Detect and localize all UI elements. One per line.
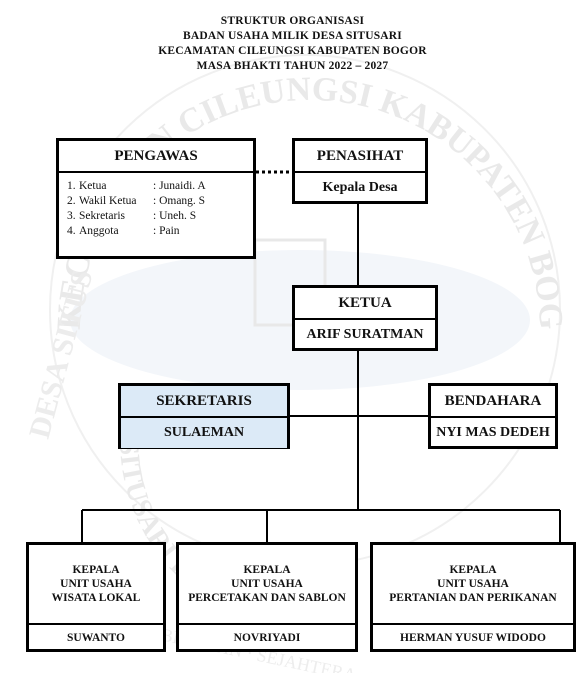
pengawas-box: PENGAWAS 1. Ketua : Junaidi. A 2. Wakil … bbox=[56, 138, 256, 259]
sekretaris-name: SULAEMAN bbox=[121, 418, 287, 448]
bendahara-name: NYI MAS DEDEH bbox=[436, 425, 550, 440]
title-line-2: BADAN USAHA MILIK DESA SITUSARI bbox=[182, 30, 402, 42]
unit-header-line-3: PERTANIAN DAN PERIKANAN bbox=[389, 592, 557, 604]
page-title: STRUKTUR ORGANISASI BADAN USAHA MILIK DE… bbox=[0, 14, 585, 74]
member-number: 3. bbox=[67, 210, 76, 222]
penasihat-header: PENASIHAT bbox=[295, 141, 425, 173]
member-name: : Pain bbox=[153, 225, 180, 237]
ketua-name: ARIF SURATMAN bbox=[306, 327, 424, 342]
penasihat-name: Kepala Desa bbox=[322, 180, 398, 195]
member-number: 2. bbox=[67, 195, 76, 207]
title-line-1: STRUKTUR ORGANISASI bbox=[220, 15, 365, 27]
unit-header-line-2: UNIT USAHA bbox=[437, 578, 509, 590]
unit-box-wisata-lokal: KEPALA UNIT USAHA WISATA LOKAL SUWANTO bbox=[26, 542, 166, 652]
unit-head-name: NOVRIYADI bbox=[233, 632, 301, 644]
sekretaris-box: SEKRETARIS SULAEMAN bbox=[118, 383, 290, 449]
member-role: Anggota bbox=[79, 225, 119, 237]
member-name: : Omang. S bbox=[153, 195, 206, 207]
unit-box-percetakan-sablon: KEPALA UNIT USAHA PERCETAKAN DAN SABLON … bbox=[176, 542, 358, 652]
pengawas-member-list: 1. Ketua : Junaidi. A 2. Wakil Ketua : O… bbox=[59, 173, 253, 239]
unit-header-line-1: KEPALA bbox=[72, 564, 120, 576]
unit-header: KEPALA UNIT USAHA PERTANIAN DAN PERIKANA… bbox=[373, 545, 573, 625]
unit-head-name: SUWANTO bbox=[67, 632, 125, 644]
ketua-header: KETUA bbox=[295, 288, 435, 320]
pengawas-member-row: 1. Ketua : Junaidi. A bbox=[67, 179, 253, 194]
unit-header-line-3: WISATA LOKAL bbox=[51, 592, 141, 604]
member-role: Wakil Ketua bbox=[79, 195, 137, 207]
pengawas-member-row: 3. Sekretaris : Uneh. S bbox=[67, 209, 253, 224]
unit-header: KEPALA UNIT USAHA PERCETAKAN DAN SABLON bbox=[179, 545, 355, 625]
pengawas-member-row: 2. Wakil Ketua : Omang. S bbox=[67, 194, 253, 209]
unit-header-line-3: PERCETAKAN DAN SABLON bbox=[188, 592, 346, 604]
bendahara-box: BENDAHARA NYI MAS DEDEH bbox=[428, 383, 558, 449]
unit-box-pertanian-perikanan: KEPALA UNIT USAHA PERTANIAN DAN PERIKANA… bbox=[370, 542, 576, 652]
member-number: 4. bbox=[67, 225, 76, 237]
unit-header-line-1: KEPALA bbox=[243, 564, 291, 576]
pengawas-member-row: 4. Anggota : Pain bbox=[67, 224, 253, 239]
bendahara-header: BENDAHARA bbox=[431, 386, 555, 418]
member-name: : Junaidi. A bbox=[153, 180, 206, 192]
sekretaris-header: SEKRETARIS bbox=[121, 386, 287, 418]
member-number: 1. bbox=[67, 180, 76, 192]
unit-header-line-2: UNIT USAHA bbox=[231, 578, 303, 590]
ketua-box: KETUA ARIF SURATMAN bbox=[292, 285, 438, 351]
unit-header-line-2: UNIT USAHA bbox=[60, 578, 132, 590]
unit-header-line-1: KEPALA bbox=[449, 564, 497, 576]
member-role: Sekretaris bbox=[79, 210, 125, 222]
pengawas-header: PENGAWAS bbox=[59, 141, 253, 173]
member-role: Ketua bbox=[79, 180, 107, 192]
unit-header: KEPALA UNIT USAHA WISATA LOKAL bbox=[29, 545, 163, 625]
title-line-4: MASA BHAKTI TAHUN 2022 – 2027 bbox=[196, 60, 389, 72]
penasihat-box: PENASIHAT Kepala Desa bbox=[292, 138, 428, 204]
member-name: : Uneh. S bbox=[153, 210, 197, 222]
title-line-3: KECAMATAN CILEUNGSI KABUPATEN BOGOR bbox=[158, 45, 427, 57]
unit-head-name: HERMAN YUSUF WIDODO bbox=[400, 632, 546, 644]
